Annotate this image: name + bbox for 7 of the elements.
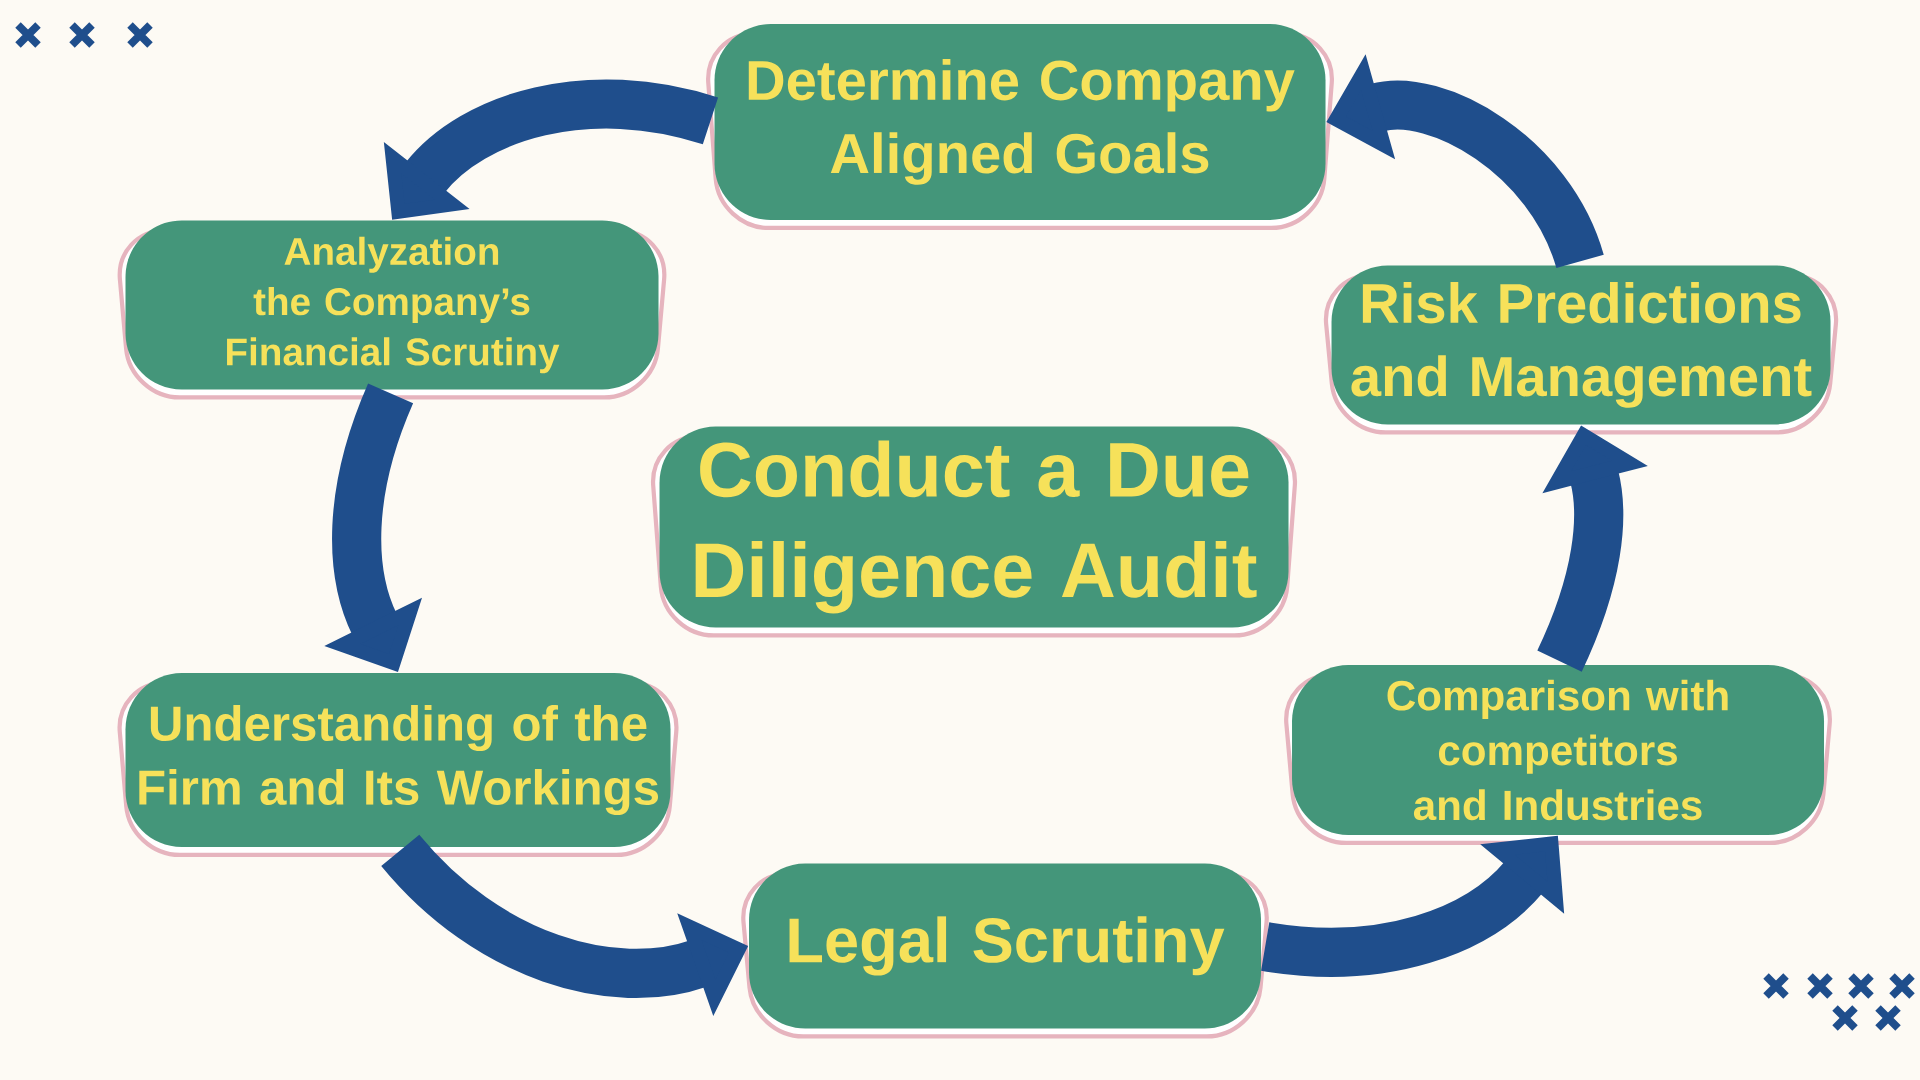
step-box: Conduct a Due Diligence Audit <box>651 426 1297 638</box>
step-box: Analyzation the Company’s Financial Scrutiny <box>117 220 667 400</box>
step-box: Determine Company Aligned Goals <box>706 24 1334 231</box>
step-box: Comparison with competitors and Industries <box>1284 665 1832 846</box>
step-box: Risk Predictions and Management <box>1323 265 1839 435</box>
step-box: Legal Scrutiny <box>741 863 1269 1039</box>
step-box: Understanding of the Firm and Its Workings <box>117 673 679 858</box>
